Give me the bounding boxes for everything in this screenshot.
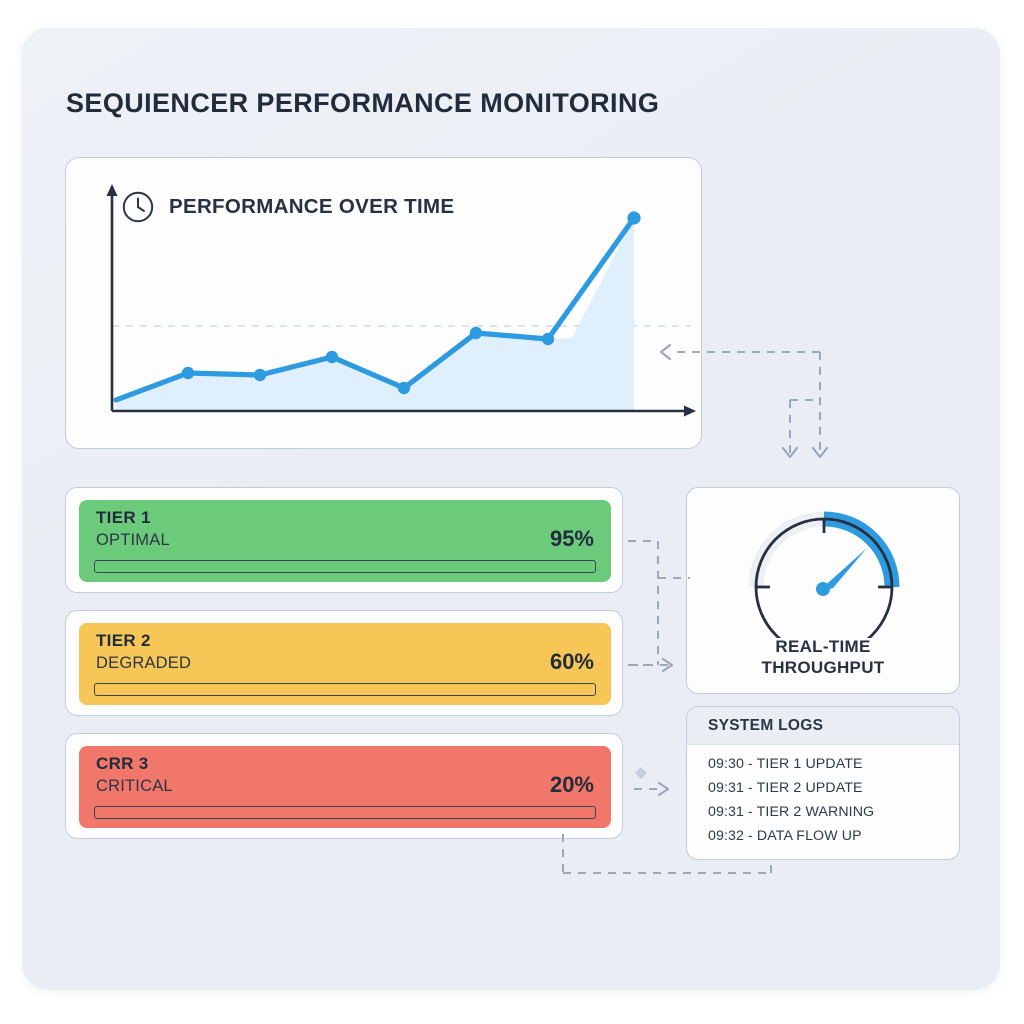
tier-3-progress-bar [94,806,596,819]
chart-y-axis-arrow [106,184,118,196]
system-logs-card[interactable]: SYSTEM LOGS 09:30 - TIER 1 UPDATE 09:31 … [686,706,960,860]
tier-1-percent: 95% [549,526,594,551]
tier-3-percent: 20% [549,772,594,797]
chart-title: PERFORMANCE OVER TIME [169,195,455,218]
performance-line-chart [106,184,696,417]
tier-2-fill: TIER 2 DEGRADED 60% [79,623,611,705]
tier-2-percent: 60% [549,649,594,674]
gauge-label-line1: REAL-TIME [775,637,871,656]
chart-data-points [181,211,641,395]
chart-point [627,211,641,225]
tier-1-progress-bar [94,560,596,573]
chart-point [541,332,555,346]
chart-point [469,326,483,340]
chart-line-series [113,215,637,403]
tier-1-status: OPTIMAL [96,531,170,549]
log-entry: 09:31 - TIER 2 UPDATE [708,780,863,796]
tier-card-1[interactable]: TIER 1 OPTIMAL 95% [65,487,623,593]
tier-3-status: CRITICAL [96,777,173,795]
gauge-needle-hub [816,582,830,596]
throughput-gauge-card[interactable]: REAL-TIME THROUGHPUT [686,487,960,694]
tier-1-name: TIER 1 [96,508,151,527]
chart-point [325,350,339,364]
performance-chart-card[interactable]: PERFORMANCE OVER TIME [65,157,702,449]
page-title: SEQUIENCER PERFORMANCE MONITORING [66,88,660,118]
log-entry: 09:31 - TIER 2 WARNING [708,804,875,820]
tier-2-progress-bar [94,683,596,696]
log-entry: 09:32 - DATA FLOW UP [708,828,862,844]
chart-point [181,366,195,380]
system-logs-title: SYSTEM LOGS [708,717,824,734]
tier-2-name: TIER 2 [96,631,151,650]
log-entry: 09:30 - TIER 1 UPDATE [708,756,863,772]
tier-3-name: CRR 3 [96,754,149,773]
chart-x-axis-arrow [684,405,696,417]
tier-3-fill: CRR 3 CRITICAL 20% [79,746,611,828]
tier-1-fill: TIER 1 OPTIMAL 95% [79,500,611,582]
gauge-dial [748,511,900,657]
system-logs-list: 09:30 - TIER 1 UPDATE 09:31 - TIER 2 UPD… [708,752,949,848]
tier-card-3[interactable]: CRR 3 CRITICAL 20% [65,733,623,839]
system-logs-header: SYSTEM LOGS [687,707,959,745]
chart-point [253,368,267,382]
tier-card-2[interactable]: TIER 2 DEGRADED 60% [65,610,623,716]
chart-area-fill [116,218,634,411]
tier-2-status: DEGRADED [96,654,192,672]
gauge-label-line2: THROUGHPUT [761,658,885,677]
chart-point [397,381,411,395]
gauge-label: REAL-TIME THROUGHPUT [687,636,959,678]
chart-heading-group: PERFORMANCE OVER TIME [121,190,454,224]
gauge-outline [754,517,894,657]
clock-icon [122,191,154,223]
gauge-needle [819,548,867,592]
